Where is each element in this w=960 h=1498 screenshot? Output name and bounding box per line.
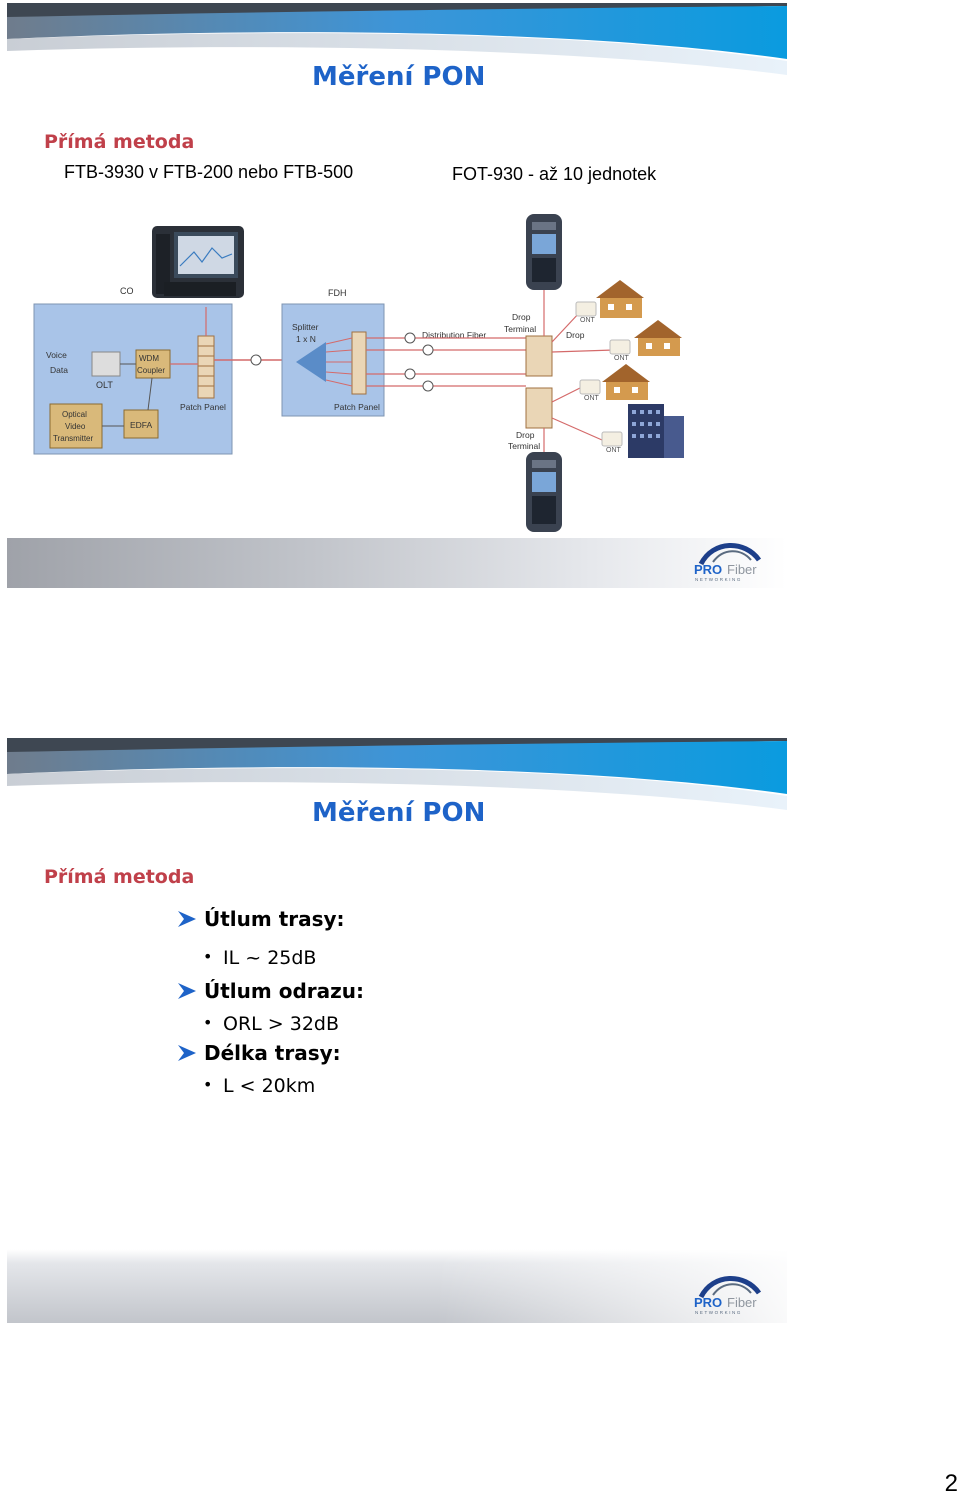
slide-1-title: Měření PON <box>312 62 485 92</box>
slide-1-subtitle: Přímá metoda <box>44 131 194 153</box>
svg-text:ONT: ONT <box>606 447 622 454</box>
svg-text:NETWORKING: NETWORKING <box>695 1310 742 1315</box>
page-number: 2 <box>945 1470 958 1498</box>
svg-text:Drop: Drop <box>566 330 585 340</box>
svg-text:PRO: PRO <box>694 1295 722 1310</box>
svg-text:Fiber: Fiber <box>727 1295 757 1310</box>
svg-text:ONT: ONT <box>584 395 600 402</box>
svg-text:Drop: Drop <box>516 430 535 440</box>
house-icon <box>602 364 650 400</box>
handheld-tester-top-icon <box>526 214 562 290</box>
svg-text:Voice: Voice <box>46 350 67 360</box>
svg-text:Optical: Optical <box>62 410 87 419</box>
svg-text:Terminal: Terminal <box>504 324 536 334</box>
list-detail: •IL ~ 25dB <box>223 947 316 969</box>
footer-band: PRO Fiber NETWORKING <box>7 1231 787 1323</box>
house-icon <box>596 280 644 318</box>
arrow-bullet-icon <box>178 1045 196 1061</box>
svg-text:OLT: OLT <box>96 380 113 390</box>
handheld-tester-bottom-icon <box>526 452 562 532</box>
svg-text:Patch Panel: Patch Panel <box>334 402 380 412</box>
svg-text:ONT: ONT <box>614 355 630 362</box>
svg-text:Data: Data <box>50 365 68 375</box>
svg-text:PRO: PRO <box>694 562 722 577</box>
svg-text:CO: CO <box>120 286 134 296</box>
profiber-logo: PRO Fiber NETWORKING <box>693 1271 773 1315</box>
svg-text:Patch Panel: Patch Panel <box>180 402 226 412</box>
list-heading: Útlum trasy: <box>178 907 345 931</box>
svg-text:Fiber: Fiber <box>727 562 757 577</box>
profiber-logo: PRO Fiber NETWORKING <box>693 538 773 582</box>
svg-text:Splitter: Splitter <box>292 322 319 332</box>
svg-text:Coupler: Coupler <box>137 366 165 375</box>
ftb-tester-icon <box>152 226 244 298</box>
office-building-icon <box>628 404 684 458</box>
list-heading: Útlum odrazu: <box>178 979 364 1003</box>
drop-terminal-bottom <box>526 388 552 428</box>
arrow-bullet-icon <box>178 983 196 999</box>
svg-text:Transmitter: Transmitter <box>53 434 93 443</box>
drop-terminal-top <box>526 336 552 376</box>
pon-network-diagram: CO Voice Data OLT WDM Coupler Optical Vi… <box>24 212 704 534</box>
svg-text:FDH: FDH <box>328 288 347 298</box>
svg-text:Drop: Drop <box>512 312 531 322</box>
device-right-label: FOT-930 - až 10 jednotek <box>452 164 656 185</box>
fdh-box <box>282 304 384 416</box>
house-icon <box>634 320 682 356</box>
svg-text:Terminal: Terminal <box>508 441 540 451</box>
slide-2-title: Měření PON <box>312 798 485 828</box>
svg-text:NETWORKING: NETWORKING <box>695 577 742 582</box>
device-left-label: FTB-3930 v FTB-200 nebo FTB-500 <box>64 162 353 183</box>
svg-text:Video: Video <box>65 422 86 431</box>
footer-band: PRO Fiber NETWORKING <box>7 538 787 588</box>
list-heading: Délka trasy: <box>178 1041 341 1065</box>
svg-text:WDM: WDM <box>139 354 159 363</box>
arrow-bullet-icon <box>178 911 196 927</box>
list-detail: •L < 20km <box>223 1075 315 1097</box>
svg-text:ONT: ONT <box>580 317 596 324</box>
slide-2-subtitle: Přímá metoda <box>44 866 194 888</box>
list-detail: •ORL > 32dB <box>223 1013 339 1035</box>
svg-text:1 x N: 1 x N <box>296 334 316 344</box>
svg-text:EDFA: EDFA <box>130 420 153 430</box>
